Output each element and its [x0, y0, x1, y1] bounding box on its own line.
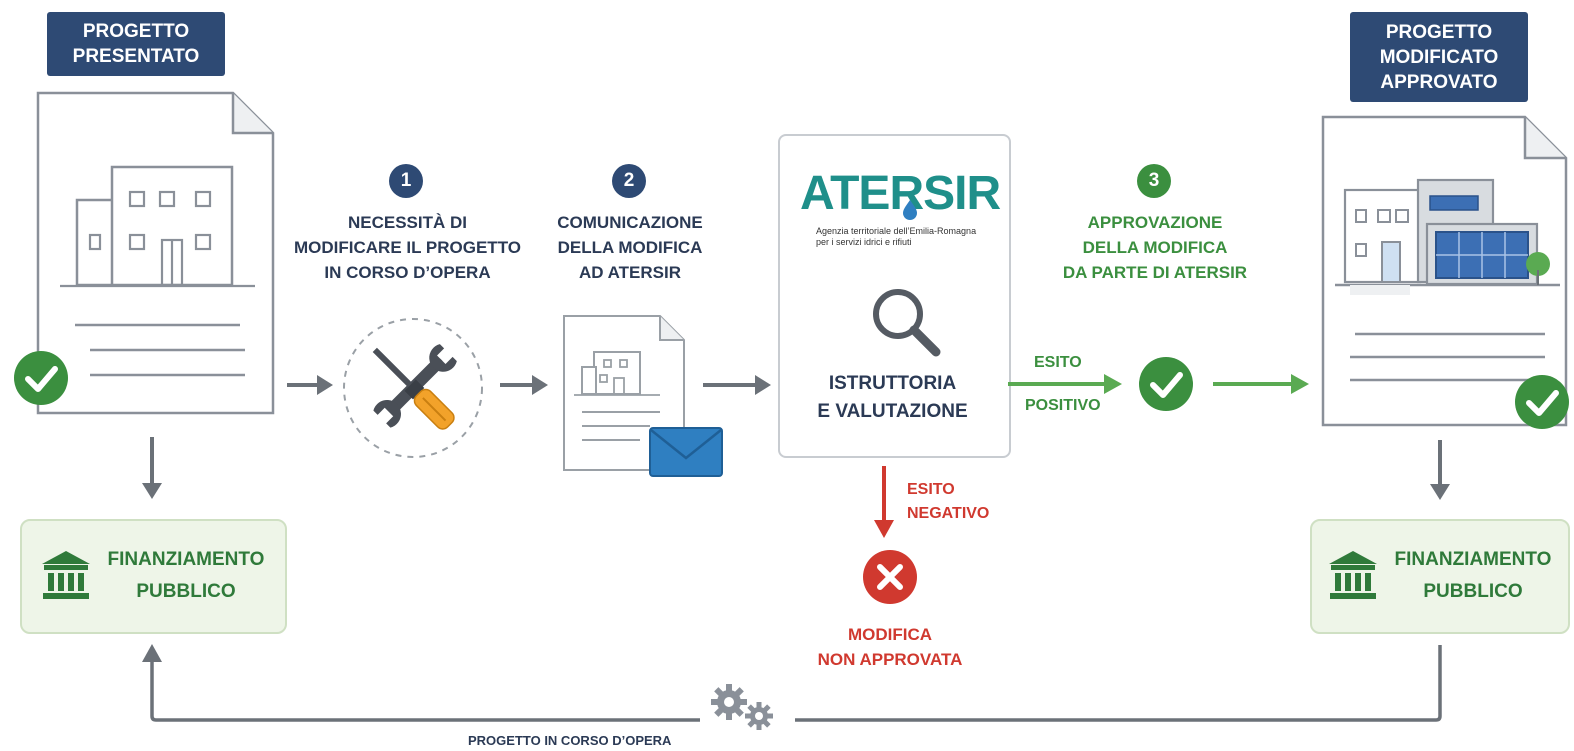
esito-positivo-line1: ESITO: [1034, 354, 1082, 371]
esito-positivo-line2: POSITIVO: [1025, 397, 1101, 414]
funding-text-left: FINANZIAMENTO PUBBLICO: [107, 549, 265, 602]
modifica-non-approvata: MODIFICA NON APPROVATA: [817, 625, 963, 669]
x-icon: [863, 550, 917, 604]
funding-box-right: [1310, 519, 1570, 634]
atersir-subtitle: Agenzia territoriale dell’Emilia-Romagna…: [816, 226, 977, 247]
arrow-right-icon: [500, 375, 548, 395]
step-3-text: APPROVAZIONE DELLA MODIFICA DA PARTE DI …: [1062, 213, 1248, 282]
funding-text-right: FINANZIAMENTO PUBBLICO: [1394, 549, 1552, 602]
bottom-loop-label: PROGETTO IN CORSO D’OPERA: [468, 733, 672, 748]
step-1-number: 1: [389, 164, 423, 198]
step-1-text: NECESSITÀ DI MODIFICARE IL PROGETTO IN C…: [294, 213, 521, 282]
check-icon: [1515, 375, 1569, 429]
step-3-number: 3: [1137, 164, 1171, 198]
arrow-right-positive-icon: [1008, 374, 1122, 394]
step-2-number: 2: [612, 164, 646, 198]
atersir-review-box: [778, 134, 1011, 458]
arrow-right-icon: [287, 375, 333, 395]
document-with-envelope-icon: [563, 315, 723, 477]
step-2-text: COMUNICAZIONE DELLA MODIFICA AD ATERSIR: [557, 213, 703, 282]
label-progetto-presentato: PROGETTO PRESENTATO: [47, 12, 225, 76]
check-icon: [1139, 357, 1193, 411]
water-drop-icon: [903, 200, 917, 220]
bank-icon: [42, 551, 90, 599]
arrow-down-negative-icon: [874, 466, 894, 538]
tools-icon: [343, 318, 483, 458]
label-progetto-modificato-approvato: PROGETTO MODIFICATO APPROVATO: [1350, 12, 1528, 102]
esito-negativo-label: ESITO NEGATIVO: [907, 481, 990, 522]
review-text: ISTRUTTORIA E VALUTAZIONE: [817, 373, 968, 422]
check-icon: [14, 351, 68, 405]
magnifier-icon: [873, 289, 941, 357]
arrow-right-positive-icon: [1213, 374, 1309, 394]
arrow-right-icon: [703, 375, 771, 395]
funding-box-left: [20, 519, 287, 634]
atersir-logo: ATERSIR: [800, 167, 1001, 220]
bank-icon: [1329, 551, 1377, 599]
arrow-down-icon: [1430, 440, 1450, 500]
gears-icon: [711, 684, 773, 730]
arrow-down-icon: [142, 437, 162, 499]
